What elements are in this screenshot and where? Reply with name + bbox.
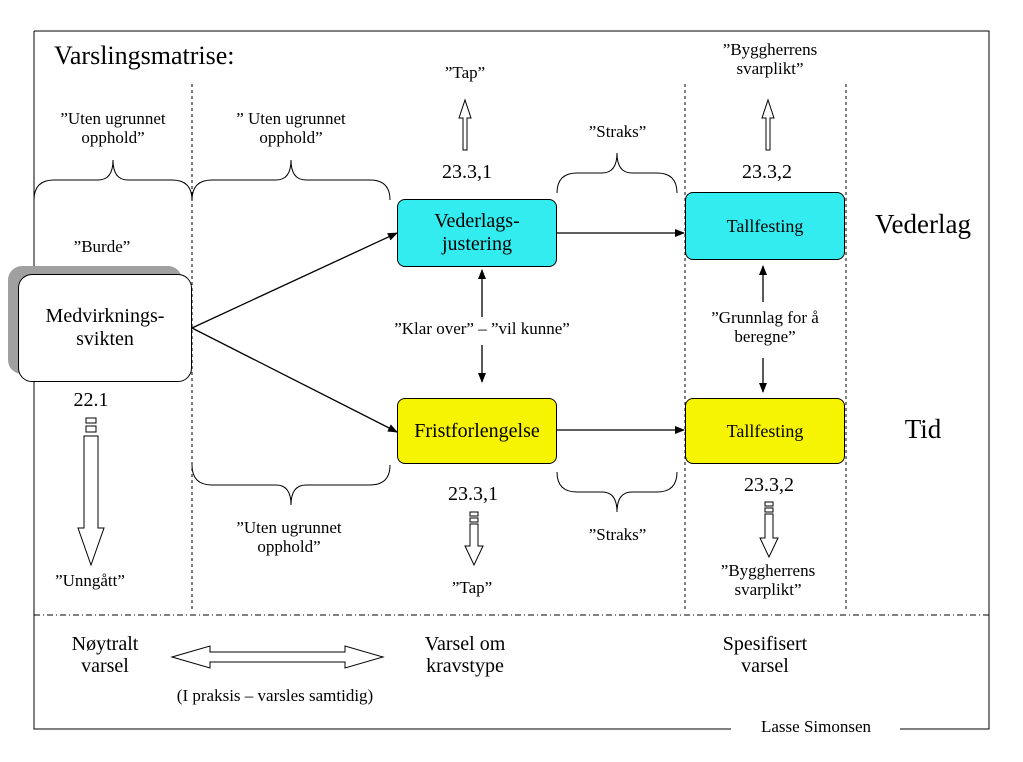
brace-top-straks [556, 152, 678, 194]
hollow-down-arrow-tap [464, 511, 484, 567]
ref-22-1: 22.1 [73, 389, 109, 411]
spesifisert-varsel-label: Spesifisert varsel [722, 633, 808, 677]
fristforlengelse-box: Fristforlengelse [397, 398, 557, 464]
arrow-to-frist [191, 327, 398, 433]
medvirkning-label: Medvirknings- svikten [45, 305, 165, 350]
row-label-vederlag: Vederlag [875, 209, 971, 239]
noytralt-varsel-label: Nøytralt varsel [71, 633, 139, 677]
uten-ugrunnet-label-3: ”Uten ugrunnet opphold” [236, 518, 342, 556]
tallfesting-bottom-label: Tallfesting [726, 420, 804, 441]
grunnlag-label: ”Grunnlag for å beregne” [700, 308, 830, 347]
author-label: Lasse Simonsen [760, 717, 872, 736]
arrow-to-vederlag [191, 232, 398, 329]
vederlag-justering-box: Vederlags- justering [397, 199, 557, 267]
straks-bottom-label: ”Straks” [588, 525, 647, 544]
hollow-double-arrow [170, 645, 385, 669]
brace-bottom-mid [191, 464, 391, 506]
i-praksis-label: (I praksis – varsles samtidig) [176, 686, 374, 705]
tap-bottom-label: ”Tap” [451, 578, 493, 597]
outer-frame [33, 30, 990, 730]
hollow-up-arrow-tap [458, 98, 472, 151]
byggherrens-top-label: ”Byggherrens svarplikt” [722, 40, 818, 78]
brace-top-mid [191, 159, 391, 201]
uten-ugrunnet-label-1: ”Uten ugrunnet opphold” [60, 109, 166, 147]
ref-23-3-2-top: 23.3,2 [742, 161, 792, 183]
burde-label: ”Burde” [73, 237, 131, 256]
uten-ugrunnet-label-2: ” Uten ugrunnet opphold” [236, 109, 346, 147]
tap-top-label: ”Tap” [444, 63, 486, 82]
tallfesting-top-label: Tallfesting [726, 215, 804, 236]
straks-top-label: ”Straks” [588, 122, 647, 141]
brace-top-left [33, 159, 193, 201]
vederlag-justering-label: Vederlags- justering [434, 210, 520, 255]
ref-23-3-2-bottom: 23.3,2 [744, 474, 794, 496]
klar-over-label: ”Klar over” – ”vil kunne” [366, 319, 598, 339]
page-title: Varslingsmatrise: [54, 41, 235, 70]
hollow-up-arrow-byggherrens [761, 98, 775, 151]
tallfesting-bottom-box: Tallfesting [685, 398, 845, 464]
medvirkning-box: Medvirknings- svikten [18, 274, 192, 382]
unngatt-label: ”Unngått” [55, 571, 125, 590]
ref-23-3-1-bottom: 23.3,1 [448, 483, 498, 505]
ref-23-3-1-top: 23.3,1 [442, 161, 492, 183]
tallfesting-top-box: Tallfesting [685, 192, 845, 260]
fristforlengelse-label: Fristforlengelse [414, 419, 540, 442]
row-label-tid: Tid [904, 414, 942, 444]
varsel-om-kravstype-label: Varsel om kravstype [424, 633, 506, 677]
brace-bottom-straks [556, 471, 678, 513]
byggherrens-bottom-label: ”Byggherrens svarplikt” [720, 561, 816, 599]
hollow-down-arrow-unngatt [77, 417, 105, 567]
hollow-down-arrow-byggherrens [759, 501, 779, 559]
